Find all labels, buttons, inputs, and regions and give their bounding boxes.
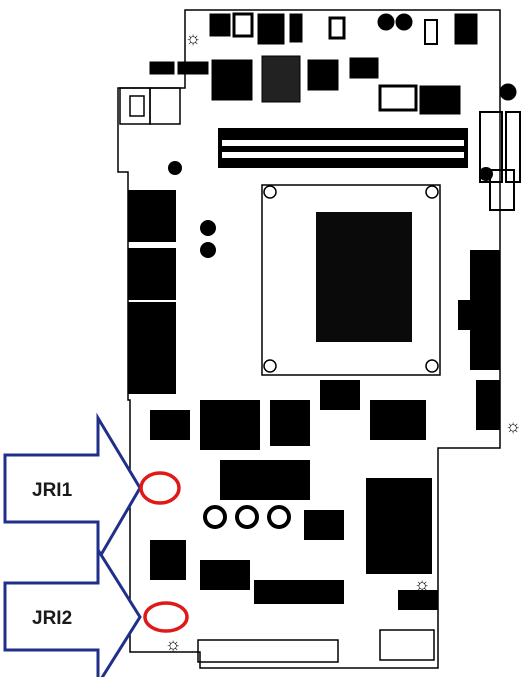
callout-arrow-jri2: JRI2 <box>3 544 142 677</box>
arrow-shape-jri2 <box>3 544 142 677</box>
standoffs <box>203 505 291 529</box>
callout-label-jri2: JRI2 <box>32 608 72 629</box>
lower-components <box>150 380 438 610</box>
mounting-hole-icon: ☼ <box>185 28 202 48</box>
top-components <box>149 12 521 183</box>
cpu-area <box>261 184 441 376</box>
mounting-hole-icon: ☼ <box>414 574 431 594</box>
mounting-hole-icon: ☼ <box>165 634 182 654</box>
callout-arrow-jri1: JRI1 <box>3 412 142 566</box>
power-jack <box>119 87 181 125</box>
highlight-circle-jri1 <box>139 471 181 505</box>
right-components: ☼ <box>458 167 521 436</box>
memory-slot <box>218 128 468 168</box>
svg-text:☼: ☼ <box>505 416 522 436</box>
bottom-connector <box>197 629 435 663</box>
left-ports <box>128 161 216 394</box>
arrow-shape-jri1 <box>3 412 142 566</box>
callout-label-jri1: JRI1 <box>32 480 73 501</box>
highlight-circle-jri2 <box>143 601 189 633</box>
